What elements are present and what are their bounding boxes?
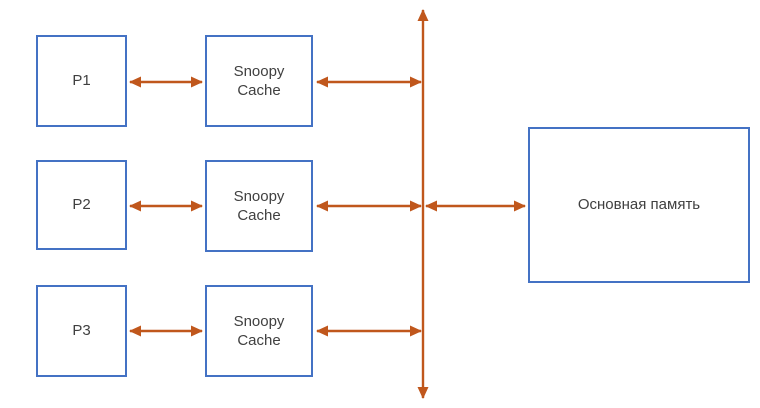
processor-box-p1: P1 <box>36 35 127 127</box>
snoopy-cache-box-1: Snoopy Cache <box>205 35 313 127</box>
snoopy-cache-box-2: Snoopy Cache <box>205 160 313 252</box>
processor-box-p3: P3 <box>36 285 127 377</box>
processor-label-p3: P3 <box>72 322 91 340</box>
processor-label-p2: P2 <box>72 196 91 214</box>
processor-box-p2: P2 <box>36 160 127 250</box>
snoopy-cache-label-1: Snoopy Cache <box>233 62 285 100</box>
processor-label-p1: P1 <box>72 72 91 90</box>
main-memory-box: Основная память <box>528 127 750 283</box>
snoopy-cache-label-2: Snoopy Cache <box>233 187 285 225</box>
snoopy-cache-box-3: Snoopy Cache <box>205 285 313 377</box>
main-memory-label: Основная память <box>577 196 701 214</box>
snoopy-cache-label-3: Snoopy Cache <box>233 312 285 350</box>
